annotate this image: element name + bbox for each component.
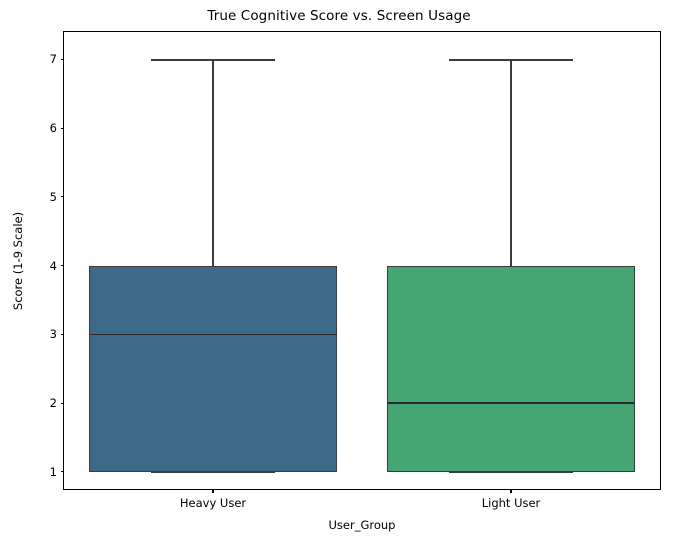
box-heavy-user [89,265,337,472]
whisker-upper-heavy-user [212,59,214,266]
y-tick-mark [60,265,64,267]
whisker-cap-lower-light-user [449,471,573,474]
whisker-cap-lower-heavy-user [151,471,275,474]
x-tick-mark [212,489,214,493]
x-tick-mark [510,489,512,493]
box-light-user [387,265,635,472]
x-tick-label-light-user: Light User [481,496,541,510]
whisker-upper-light-user [510,59,512,266]
y-tick-mark [60,333,64,335]
y-tick-mark [60,402,64,404]
y-axis-label-text: Score (1-9 Scale) [11,211,25,310]
chart-title: True Cognitive Score vs. Screen Usage [207,8,471,24]
y-tick-label: 4 [49,258,57,273]
whisker-cap-upper-heavy-user [151,59,275,61]
y-tick-label: 3 [49,327,57,342]
y-tick-mark [60,127,64,129]
y-tick-mark [60,58,64,61]
x-axis-label: User_Group [328,518,396,532]
y-tick-label: 7 [49,52,57,67]
y-tick-label: 1 [49,464,57,479]
y-tick-mark [60,196,64,198]
y-tick-label: 5 [49,189,57,204]
y-tick-label: 6 [49,121,57,136]
y-tick-mark [60,471,64,473]
y-axis-label: Score (1-9 Scale) [10,31,26,490]
median-line-light-user [387,402,635,404]
x-tick-label-heavy-user: Heavy User [179,496,247,510]
whisker-cap-upper-light-user [449,59,573,61]
median-line-heavy-user [89,333,337,336]
y-tick-label: 2 [49,396,57,411]
